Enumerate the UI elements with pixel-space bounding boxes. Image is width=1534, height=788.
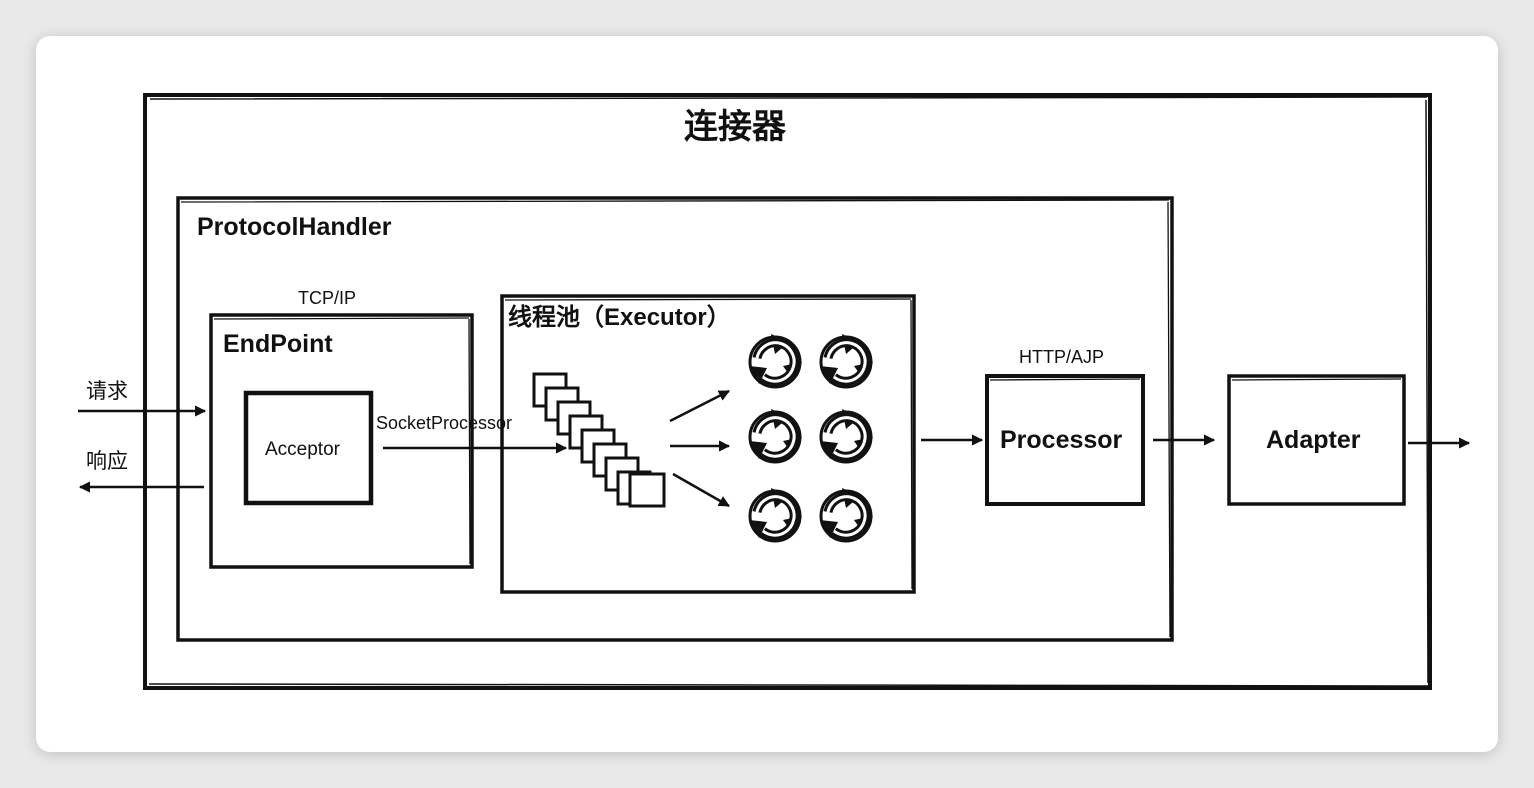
diagram-title: 连接器 [684, 108, 786, 146]
endpoint-box [209, 313, 474, 569]
http-ajp-label: HTTP/AJP [1019, 347, 1105, 367]
endpoint-label: EndPoint [223, 330, 333, 358]
protocol-handler-box [176, 196, 1174, 642]
recycle-icon [749, 334, 802, 387]
thread-pool-box [500, 294, 916, 594]
processor-box [985, 374, 1145, 506]
dispatch-arrow-up [669, 389, 731, 423]
connector-box [143, 93, 1432, 690]
recycle-icon [820, 334, 873, 387]
thread-pool-label: 线程池（Executor） [508, 304, 731, 331]
recycle-icon [820, 488, 873, 541]
acceptor-box [243, 390, 374, 506]
adapter-box [1227, 374, 1406, 506]
adapter-label: Adapter [1266, 426, 1361, 454]
processor-label: Processor [1000, 426, 1123, 454]
recycle-icon [749, 488, 802, 541]
socket-processor-label: SocketProcessor [376, 413, 513, 433]
acceptor-label: Acceptor [265, 439, 340, 460]
request-label: 请求 [86, 380, 128, 403]
stacked-squares-icon [532, 372, 666, 508]
response-label: 响应 [86, 450, 128, 473]
recycle-icon [749, 409, 802, 462]
recycle-icon [820, 409, 873, 462]
tcp-ip-label: TCP/IP [298, 288, 357, 308]
dispatch-arrow-down [672, 472, 730, 508]
protocol-handler-label: ProtocolHandler [197, 213, 392, 241]
